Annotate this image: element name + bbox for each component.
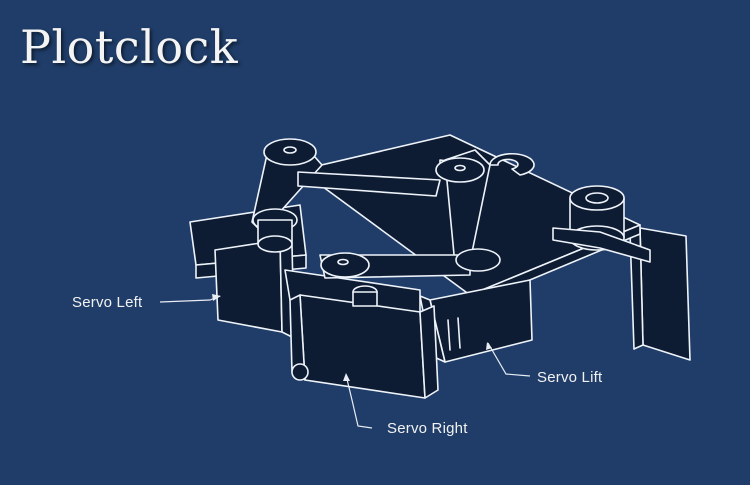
callout-arrowheads xyxy=(212,294,492,381)
label-servo-lift: Servo Lift xyxy=(537,369,603,386)
label-servo-right: Servo Right xyxy=(387,420,468,437)
page-title: Plotclock xyxy=(20,20,239,74)
plotclock-illustration xyxy=(189,134,691,399)
leader-servo-right xyxy=(345,374,373,429)
label-servo-left: Servo Left xyxy=(72,294,143,311)
pen-clip xyxy=(489,152,535,176)
arrow-servo-right xyxy=(343,373,350,381)
joints xyxy=(252,138,501,307)
arrow-servo-lift xyxy=(486,342,492,350)
lift-cylinder xyxy=(552,185,651,263)
arrow-servo-left xyxy=(212,294,221,301)
leader-servo-left xyxy=(159,295,221,303)
leader-servo-lift xyxy=(487,342,531,377)
